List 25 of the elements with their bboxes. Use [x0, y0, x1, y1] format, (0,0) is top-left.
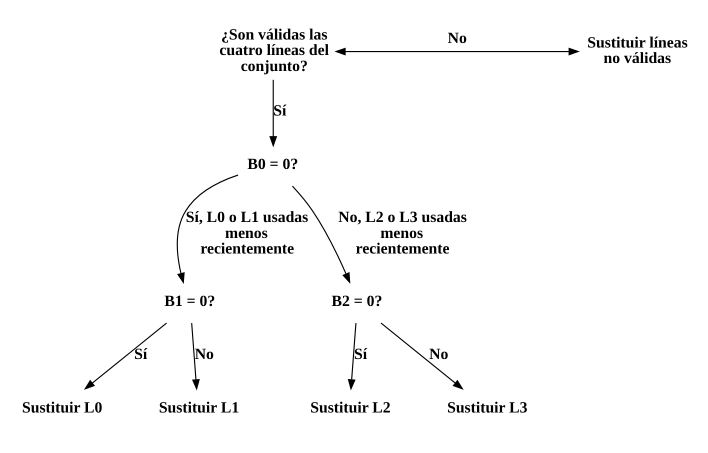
edge-label: No: [429, 346, 448, 364]
edge-label: Sí, L0 o L1 usadas menos recientemente: [186, 209, 308, 258]
arrow: [176, 174, 238, 284]
arrow: [269, 80, 278, 148]
edge-label: Sí: [354, 346, 368, 364]
arrow: [348, 322, 356, 391]
edge-label: Sí: [273, 102, 286, 120]
node-text: Sustituir líneas no válidas: [587, 34, 688, 67]
edge-label: No: [448, 30, 467, 47]
node-text: ¿Son válidas las cuatro líneas del conjunto?: [219, 26, 329, 75]
arrow: [292, 186, 350, 284]
node-text: Sustituir L2: [310, 399, 391, 416]
node-text: Sustituir L3: [447, 399, 528, 416]
node-text: Sustituir L1: [158, 399, 240, 416]
edge-label: No, L2 o L3 usadas menos recientemente: [338, 209, 467, 258]
node-text: B1 = 0?: [164, 292, 216, 310]
arrow: [84, 322, 167, 390]
arrow: [334, 48, 580, 56]
arrow: [191, 322, 200, 391]
node-text: Sustituir L0: [22, 399, 102, 416]
node-text: B2 = 0?: [332, 292, 382, 310]
node-text: B0 = 0?: [247, 156, 298, 173]
arrow: [380, 322, 464, 390]
edge-label: Sí: [134, 346, 148, 364]
edge-label: No: [194, 346, 214, 364]
